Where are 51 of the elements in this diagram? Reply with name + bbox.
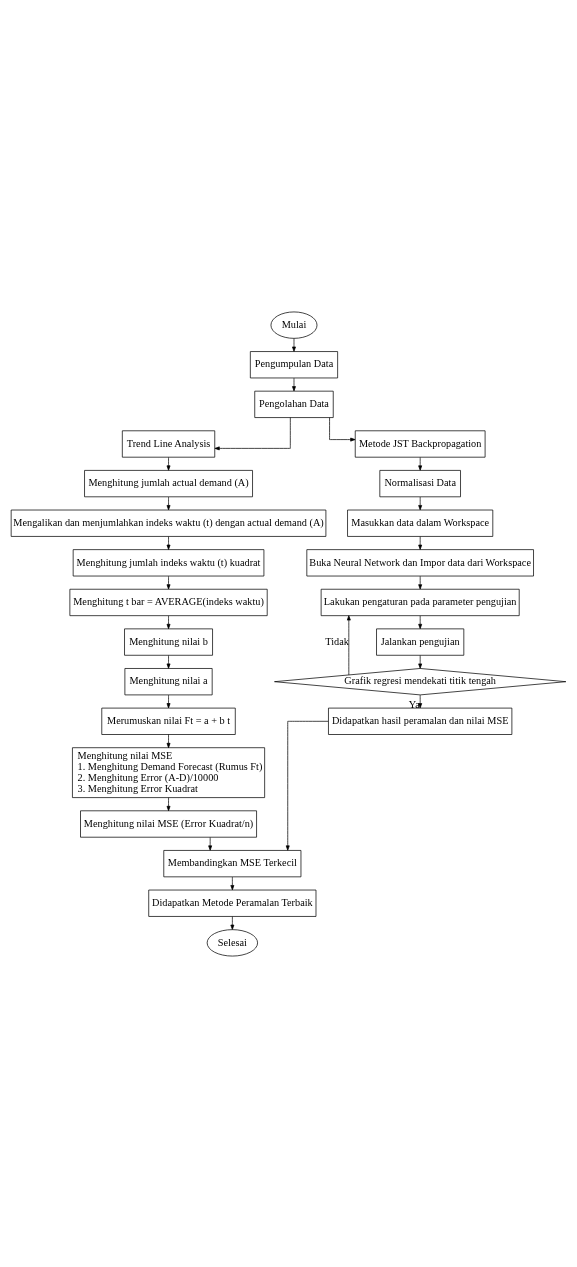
node-ellipse: Selesai bbox=[206, 928, 258, 956]
arrow bbox=[285, 720, 329, 851]
arrow bbox=[418, 575, 423, 589]
edge-label: Ya bbox=[408, 698, 420, 710]
node-box: Trend Line Analysis bbox=[121, 429, 216, 458]
arrow bbox=[230, 915, 235, 930]
arrow bbox=[418, 535, 423, 550]
arrow bbox=[166, 615, 171, 629]
node-box: Menghitung nilai MSE 1. Menghitung Demand Forecast (Rumus Ft) 2. Menghitung Error (A-D)/10000 3. Menghitung Error Kuadrat bbox=[72, 746, 265, 798]
arrow bbox=[166, 535, 171, 550]
node-box: Menghitung nilai b bbox=[124, 628, 213, 656]
arrow bbox=[230, 876, 235, 890]
node-box: Lakukan pengaturan pada parameter pengujian bbox=[320, 588, 520, 616]
node-box: Buka Neural Network dan Impor data dari Workspace bbox=[306, 548, 534, 576]
node-box: Pengolahan Data bbox=[254, 390, 334, 418]
node-box: Menghitung nilai MSE (Error Kuadrat/n) bbox=[80, 809, 257, 838]
node-ellipse: Mulai bbox=[270, 311, 318, 339]
node-box: Membandingkan MSE Terkecil bbox=[163, 849, 302, 877]
arrow bbox=[166, 796, 171, 811]
node-diamond: Grafik regresi mendekati titik tengah bbox=[274, 667, 567, 695]
node-box: Menghitung jumlah indeks waktu (t) kuadrat bbox=[72, 548, 265, 576]
node-box: Metode JST Backpropagation bbox=[354, 429, 486, 458]
arrow bbox=[418, 456, 423, 471]
node-box: Menghitung nilai a bbox=[124, 667, 213, 695]
node-box: Normalisasi Data bbox=[379, 469, 461, 497]
node-box: Didapatkan hasil peramalan dan nilai MSE bbox=[328, 707, 513, 735]
node-box: Menghitung jumlah actual demand (A) bbox=[84, 469, 253, 497]
arrow bbox=[214, 416, 291, 450]
arrow bbox=[292, 337, 296, 352]
arrow bbox=[166, 456, 171, 471]
arrow bbox=[418, 654, 423, 669]
arrow bbox=[166, 575, 171, 589]
arrow bbox=[329, 416, 356, 441]
node-box: Mengalikan dan menjumlahkan indeks waktu (t) dengan actual demand (A) bbox=[10, 509, 327, 537]
node-box: Merumuskan nilai Ft = a + b t bbox=[101, 707, 236, 735]
arrow bbox=[208, 836, 213, 851]
arrow bbox=[166, 496, 171, 510]
arrow bbox=[292, 377, 296, 391]
node-box: Masukkan data dalam Workspace bbox=[347, 509, 494, 537]
node-box: Jalankan pengujian bbox=[376, 628, 465, 656]
arrow bbox=[346, 614, 351, 675]
edge-label: Tidak bbox=[325, 635, 349, 647]
node-box: Didapatkan Metode Peramalan Terbaik bbox=[148, 889, 317, 917]
arrow bbox=[166, 733, 171, 748]
arrow bbox=[166, 654, 171, 669]
arrow bbox=[418, 694, 423, 708]
node-box: Pengumpulan Data bbox=[249, 350, 338, 378]
node-box: Menghitung t bar = AVERAGE(indeks waktu) bbox=[69, 588, 268, 616]
arrow bbox=[418, 615, 423, 629]
arrow bbox=[418, 496, 423, 510]
arrow bbox=[166, 694, 171, 708]
